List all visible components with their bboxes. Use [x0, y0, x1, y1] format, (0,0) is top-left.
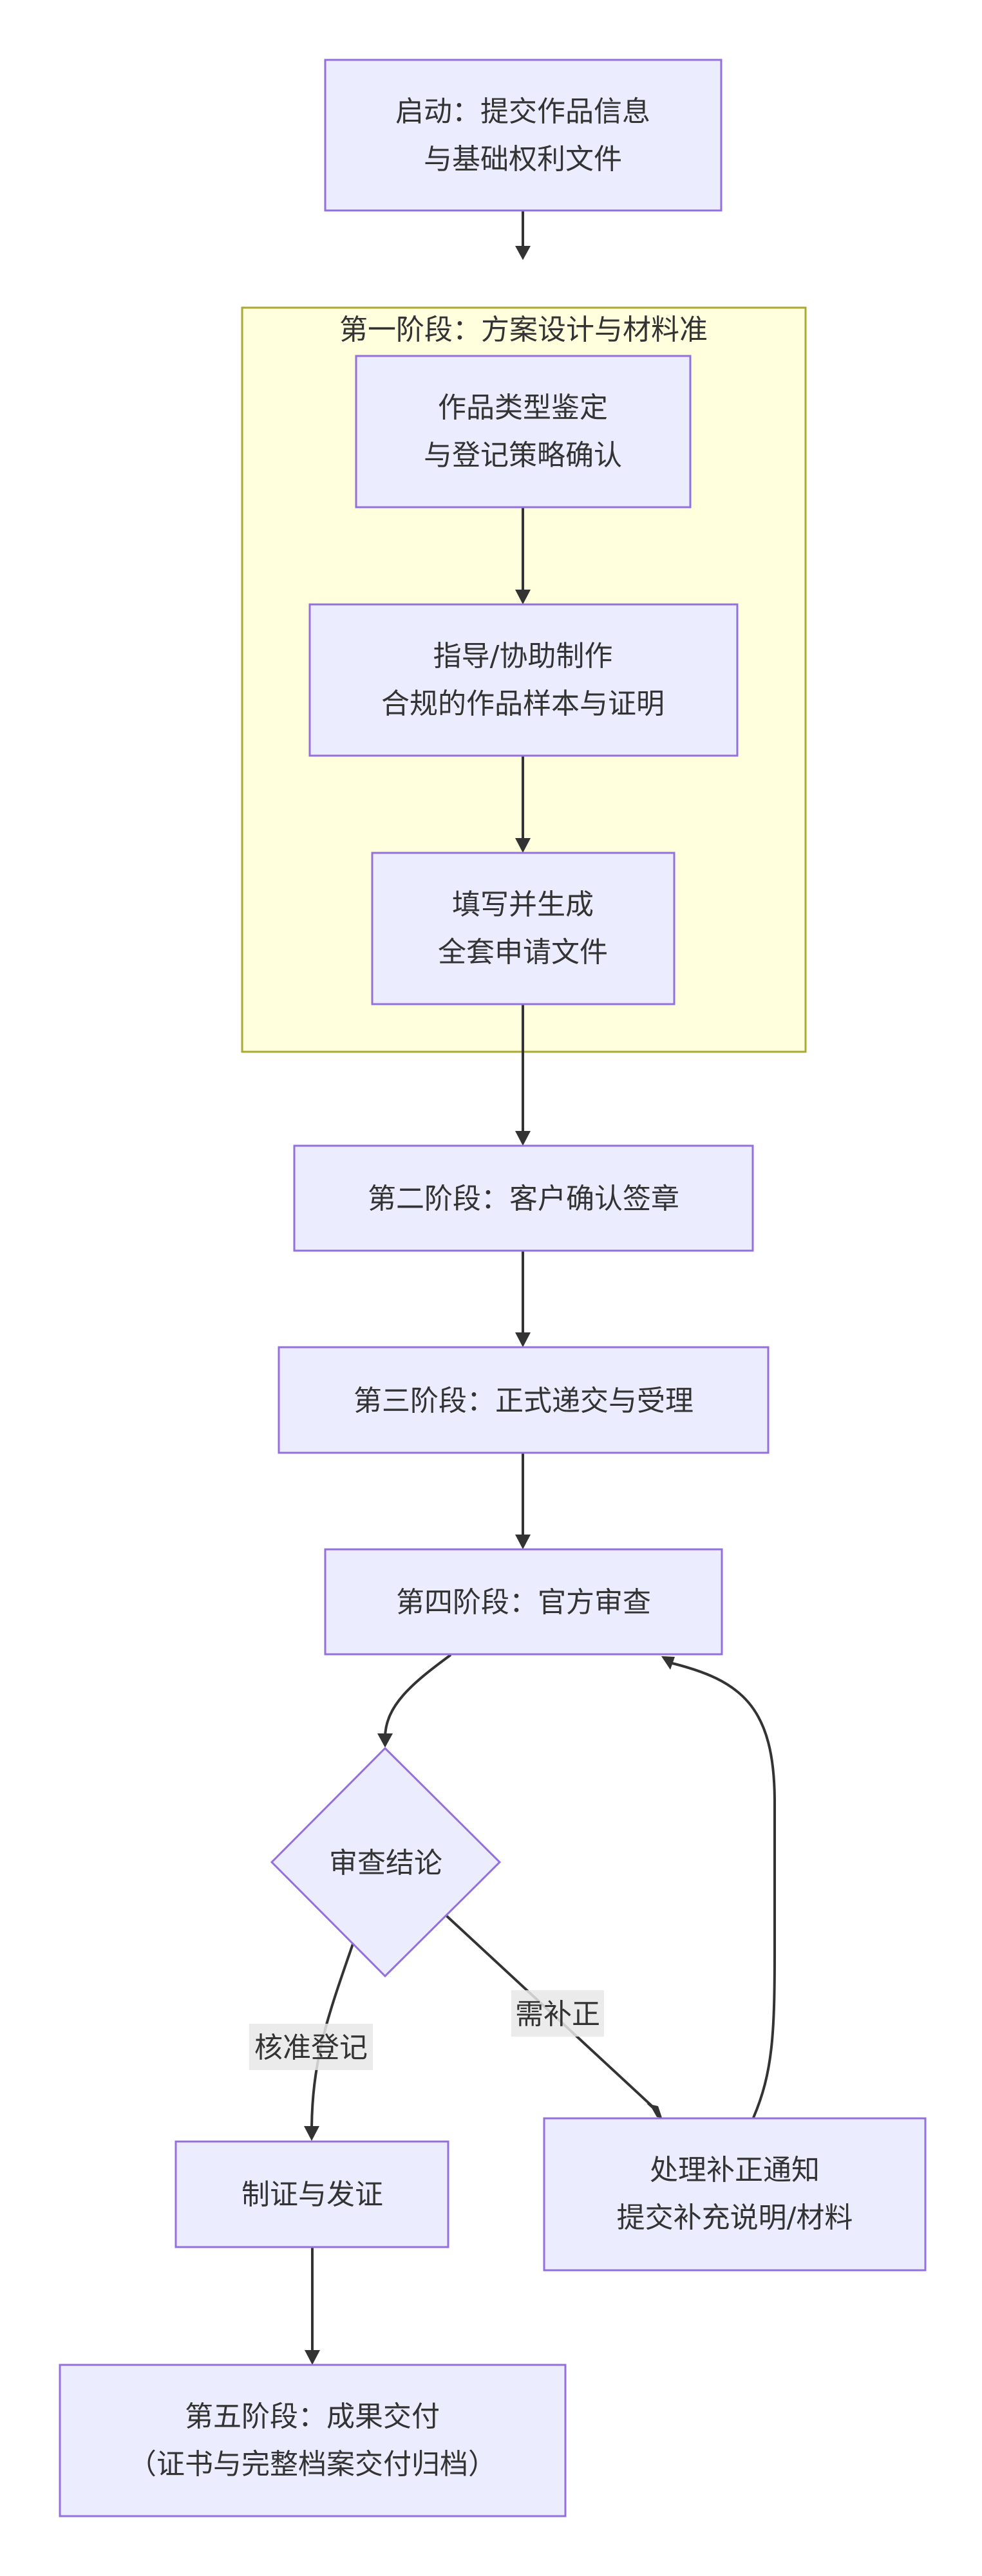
node-certify[interactable]: 制证与发证: [175, 2140, 449, 2248]
edge-phase4-decision: [384, 1654, 452, 1739]
node-identify[interactable]: 作品类型鉴定 与登记策略确认: [355, 355, 692, 509]
node-forms-line1: 填写并生成: [452, 888, 594, 921]
node-samples-line1: 指导/协助制作: [433, 640, 613, 673]
node-start-line1: 启动：提交作品信息: [395, 95, 650, 128]
node-phase3[interactable]: 第三阶段：正式递交与受理: [278, 1346, 770, 1454]
node-samples-line2: 合规的作品样本与证明: [381, 687, 665, 720]
node-correction[interactable]: 处理补正通知 提交补充说明/材料: [543, 2117, 927, 2272]
cluster-phase1-title: 第一阶段：方案设计与材料准: [339, 313, 708, 346]
node-correction-line2: 提交补充说明/材料: [617, 2201, 853, 2234]
node-phase3-label: 第三阶段：正式递交与受理: [354, 1385, 694, 1417]
arrowhead-icon: [647, 2104, 662, 2118]
arrowhead-icon: [515, 1535, 531, 1549]
arrowhead-icon: [515, 1131, 531, 1146]
node-decision-label: 审查结论: [329, 1847, 442, 1880]
node-samples[interactable]: 指导/协助制作 合规的作品样本与证明: [308, 603, 739, 757]
arrowhead-icon: [661, 1656, 675, 1670]
node-correction-line1: 处理补正通知: [650, 2154, 820, 2187]
node-forms-line2: 全套申请文件: [438, 936, 608, 969]
node-certify-label: 制证与发证: [241, 2178, 383, 2211]
node-phase4[interactable]: 第四阶段：官方审查: [324, 1548, 723, 1656]
arrowhead-icon: [515, 246, 531, 260]
node-phase5-line2: （证书与完整档案交付归档）: [128, 2448, 496, 2481]
edge-label-correction-text: 需补正: [515, 1998, 600, 2031]
node-identify-line1: 作品类型鉴定: [438, 391, 608, 424]
node-start[interactable]: 启动：提交作品信息 与基础权利文件: [324, 59, 722, 212]
edge-label-correction: 需补正: [511, 1990, 604, 2037]
node-phase5-line1: 第五阶段：成果交付: [185, 2400, 440, 2433]
node-phase4-label: 第四阶段：官方审查: [396, 1586, 651, 1619]
edge-correction-phase4: [669, 1661, 776, 2118]
node-start-line2: 与基础权利文件: [424, 143, 622, 176]
arrowhead-icon: [515, 1332, 531, 1347]
node-forms[interactable]: 填写并生成 全套申请文件: [371, 852, 675, 1005]
arrowhead-icon: [304, 2126, 319, 2141]
node-decision[interactable]: 审查结论: [270, 1746, 502, 1978]
arrowhead-icon: [515, 590, 531, 604]
node-identify-line2: 与登记策略确认: [424, 439, 622, 472]
node-phase5[interactable]: 第五阶段：成果交付 （证书与完整档案交付归档）: [59, 2364, 567, 2517]
node-phase2[interactable]: 第二阶段：客户确认签章: [293, 1144, 754, 1252]
edge-label-approve: 核准登记: [249, 2024, 373, 2070]
arrowhead-icon: [515, 838, 531, 853]
node-phase2-label: 第二阶段：客户确认签章: [368, 1182, 679, 1215]
arrowhead-icon: [377, 1733, 393, 1748]
arrowhead-icon: [305, 2350, 320, 2365]
edge-label-approve-text: 核准登记: [254, 2031, 368, 2064]
